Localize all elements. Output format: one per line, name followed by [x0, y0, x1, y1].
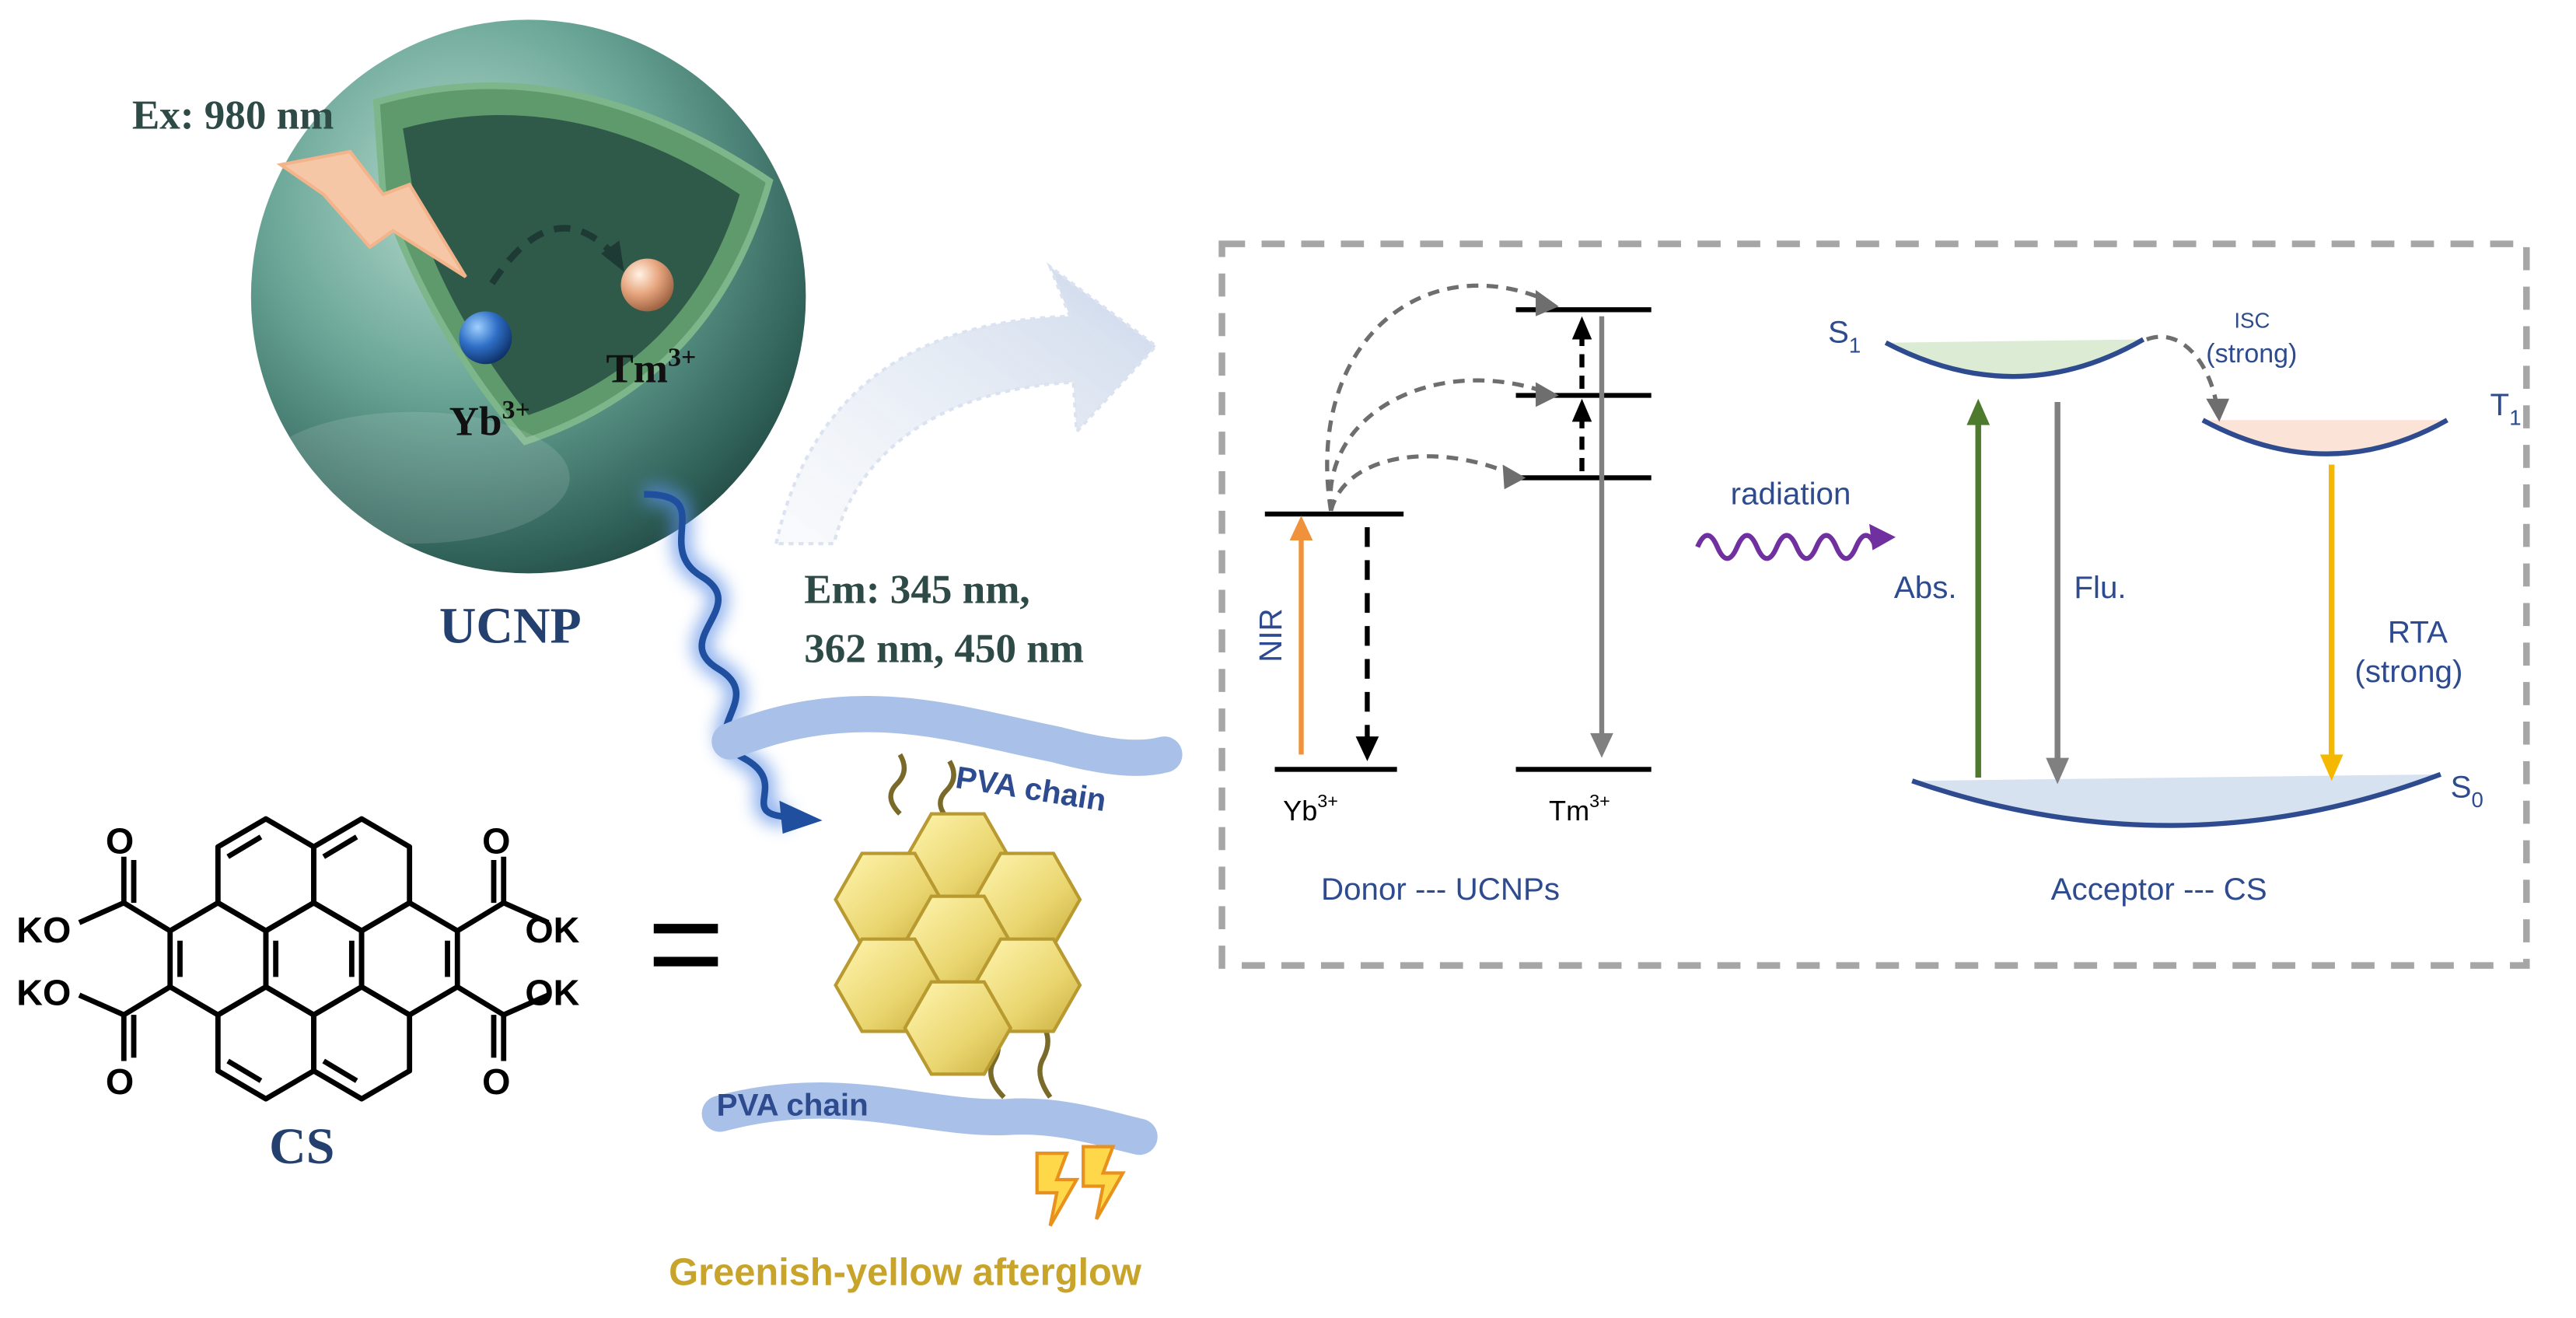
- tm-step-arrow-2-head: [1571, 316, 1592, 340]
- yb-ion-sphere: [459, 311, 512, 365]
- tm-ion-label: Tm3+: [606, 343, 696, 391]
- yb-ion-label: Yb3+: [449, 396, 530, 444]
- cs-hexagon-cluster: [834, 812, 1082, 1076]
- excitation-lightning-icon: [276, 149, 467, 278]
- tm-ion-sphere: [620, 258, 674, 312]
- abs-arrow-head: [1966, 398, 1991, 425]
- flu-label: Flu.: [2074, 570, 2126, 605]
- cs-label: CS: [269, 1118, 334, 1175]
- donor-energy-levels: [1264, 307, 1652, 772]
- nir-label: NIR: [1253, 608, 1288, 662]
- yb-relax-arrow-head: [1355, 736, 1379, 761]
- rta-label-line2: (strong): [2354, 654, 2462, 689]
- pva-chain-top: [711, 696, 1183, 776]
- pva-chain-bottom: [701, 1082, 1158, 1155]
- abs-label: Abs.: [1894, 570, 1957, 605]
- radiation-label: radiation: [1731, 476, 1851, 511]
- s1-curve: [1884, 337, 2145, 379]
- t1-label: T1: [2490, 387, 2522, 430]
- cs-ok-upper-right: OK: [525, 910, 579, 950]
- radiation-wave-head: [1869, 523, 1896, 551]
- ucnp-highlight: [256, 411, 570, 544]
- emission-label-line2: 362 nm, 450 nm: [804, 627, 1084, 672]
- cs-o-top-right: O: [482, 821, 510, 862]
- cs-ok-lower-right: OK: [525, 972, 579, 1012]
- cs-ko-upper-left: KO: [16, 910, 71, 950]
- donor-caption: Donor --- UCNPs: [1321, 872, 1560, 907]
- flu-arrow-head: [2046, 757, 2070, 785]
- s0-curve: [1911, 771, 2441, 828]
- tm-emission-arrow-head: [1590, 732, 1613, 758]
- emission-wave: [643, 484, 823, 834]
- cs-molecule-structure: [78, 816, 550, 1102]
- acceptor-caption: Acceptor --- CS: [2051, 872, 2267, 907]
- rta-arrow-head: [2319, 754, 2344, 781]
- transfer-curved-arrow: [774, 262, 1159, 546]
- s0-label: S0: [2451, 770, 2483, 813]
- afterglow-lightning-icon: [1035, 1145, 1126, 1227]
- s1-label: S1: [1828, 315, 1861, 358]
- energy-transfer-curve-heads: [1502, 289, 1559, 490]
- emission-label-line1: Em: 345 nm,: [804, 568, 1029, 613]
- pva-chain-bottom-label: PVA chain: [717, 1087, 869, 1122]
- isc-arrow-head: [2206, 398, 2230, 422]
- donor-yb-label: Yb3+: [1283, 791, 1338, 827]
- cs-o-bottom-right: O: [482, 1061, 510, 1102]
- isc-label-line2: (strong): [2206, 339, 2297, 369]
- tm-step-arrow-1-head: [1571, 398, 1592, 422]
- ucnp-nanoparticle: [250, 19, 806, 574]
- radiation-wave: [1695, 533, 1879, 561]
- energy-transfer-curves: [1325, 283, 1547, 512]
- nir-arrow-head: [1289, 516, 1313, 540]
- t1-curve: [2201, 418, 2448, 456]
- cs-ko-lower-left: KO: [16, 972, 71, 1012]
- ucnp-label: UCNP: [439, 597, 582, 654]
- donor-tm-label: Tm3+: [1549, 791, 1610, 827]
- afterglow-label: Greenish-yellow afterglow: [669, 1252, 1142, 1294]
- isc-arrow: [2145, 334, 2218, 403]
- cs-o-top-left: O: [106, 821, 134, 862]
- rta-label-line1: RTA: [2388, 614, 2448, 649]
- cs-o-bottom-left: O: [106, 1061, 134, 1102]
- isc-label-line1: ISC: [2234, 309, 2270, 333]
- equals-sign: =: [647, 869, 724, 1016]
- energy-diagram-box: [1218, 240, 2530, 969]
- energy-transfer-arrow-head: [601, 240, 624, 272]
- excitation-label: Ex: 980 nm: [132, 93, 334, 138]
